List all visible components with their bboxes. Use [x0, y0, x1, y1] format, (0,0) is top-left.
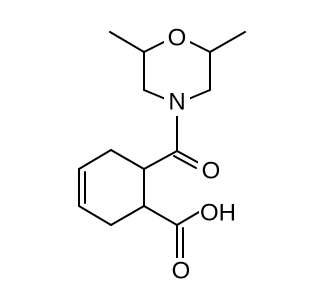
bond-left-carbon-to-left-methyl	[109, 31, 145, 53]
ring-oxygen-label: O	[168, 24, 187, 51]
bond-ring-o-to-left-carbon	[143, 41, 165, 53]
acid-carbonyl-oxygen-label: O	[172, 257, 191, 284]
bond-ring-c5-to-c6	[78, 149, 112, 170]
bond-amide-carbonyl-line-1	[176, 150, 200, 164]
acid-hydroxyl-mask	[199, 200, 245, 228]
bond-amide-carbonyl-line-2	[173, 155, 197, 169]
acid-carbonyl-oxygen-mask	[168, 258, 194, 286]
bond-ring-c6-to-c1	[110, 149, 145, 170]
acid-hydroxyl-label: OH	[200, 199, 236, 226]
amide-nitrogen-label: N	[168, 88, 185, 115]
bond-ring-c2-to-c3	[110, 205, 145, 226]
bond-ring-o-to-right-carbon	[189, 41, 211, 53]
bond-amide-carbon-to-ring	[143, 150, 178, 170]
amide-nitrogen-mask	[164, 88, 190, 116]
amide-carbonyl-oxygen-label: O	[202, 157, 221, 184]
bond-ring-c3-to-c4	[78, 205, 112, 226]
ring-oxygen-mask	[164, 24, 190, 52]
bond-right-carbon-to-right-methyl	[209, 31, 246, 53]
bond-ring-to-acid-carbon	[143, 205, 178, 226]
molecule-structure-diagram: O N O OH O	[78, 24, 246, 286]
bond-acid-carbon-to-hydroxyl	[176, 211, 200, 226]
amide-carbonyl-oxygen-mask	[198, 158, 224, 186]
